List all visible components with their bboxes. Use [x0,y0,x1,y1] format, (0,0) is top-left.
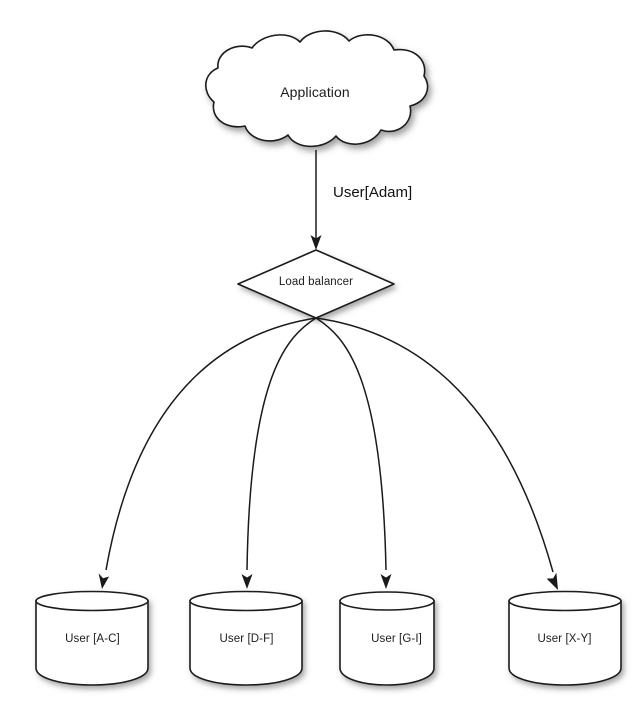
node-db-1[interactable] [35,590,149,686]
node-application[interactable] [205,30,429,148]
node-db-4[interactable] [508,590,622,686]
database-cylinder-icon [35,600,149,686]
node-db-3[interactable] [339,591,435,686]
arrow-head-icon [310,235,322,250]
diamond-decision-icon [237,249,395,319]
cylinder-top-ellipse [189,590,303,612]
edge-application-to-load-balancer [310,150,322,250]
edge-load-balancer-to-db-3 [315,317,392,589]
arrow-head-icon [98,573,110,589]
edge-label-user-adam: User[Adam] [333,184,413,201]
cylinder-top-ellipse [35,590,149,612]
edge-load-balancer-to-db-4 [315,317,558,590]
database-cylinder-icon [508,600,622,686]
arrow-head-icon [380,574,392,589]
cloud-icon [205,30,429,148]
cylinder-top-ellipse [339,591,435,611]
node-load-balancer[interactable] [237,249,395,319]
edge-load-balancer-to-db-2 [241,317,317,589]
edge-curve [105,317,317,571]
arrow-head-icon [546,572,558,590]
edge-curve [315,317,387,571]
arrow-head-icon [241,574,253,589]
edge-curve [246,317,317,571]
database-cylinder-icon [189,600,303,686]
database-cylinder-icon [339,600,435,686]
node-db-2[interactable] [189,590,303,686]
cylinder-top-ellipse [508,590,622,612]
edge-curve [315,317,554,573]
edge-load-balancer-to-db-1 [98,317,317,589]
